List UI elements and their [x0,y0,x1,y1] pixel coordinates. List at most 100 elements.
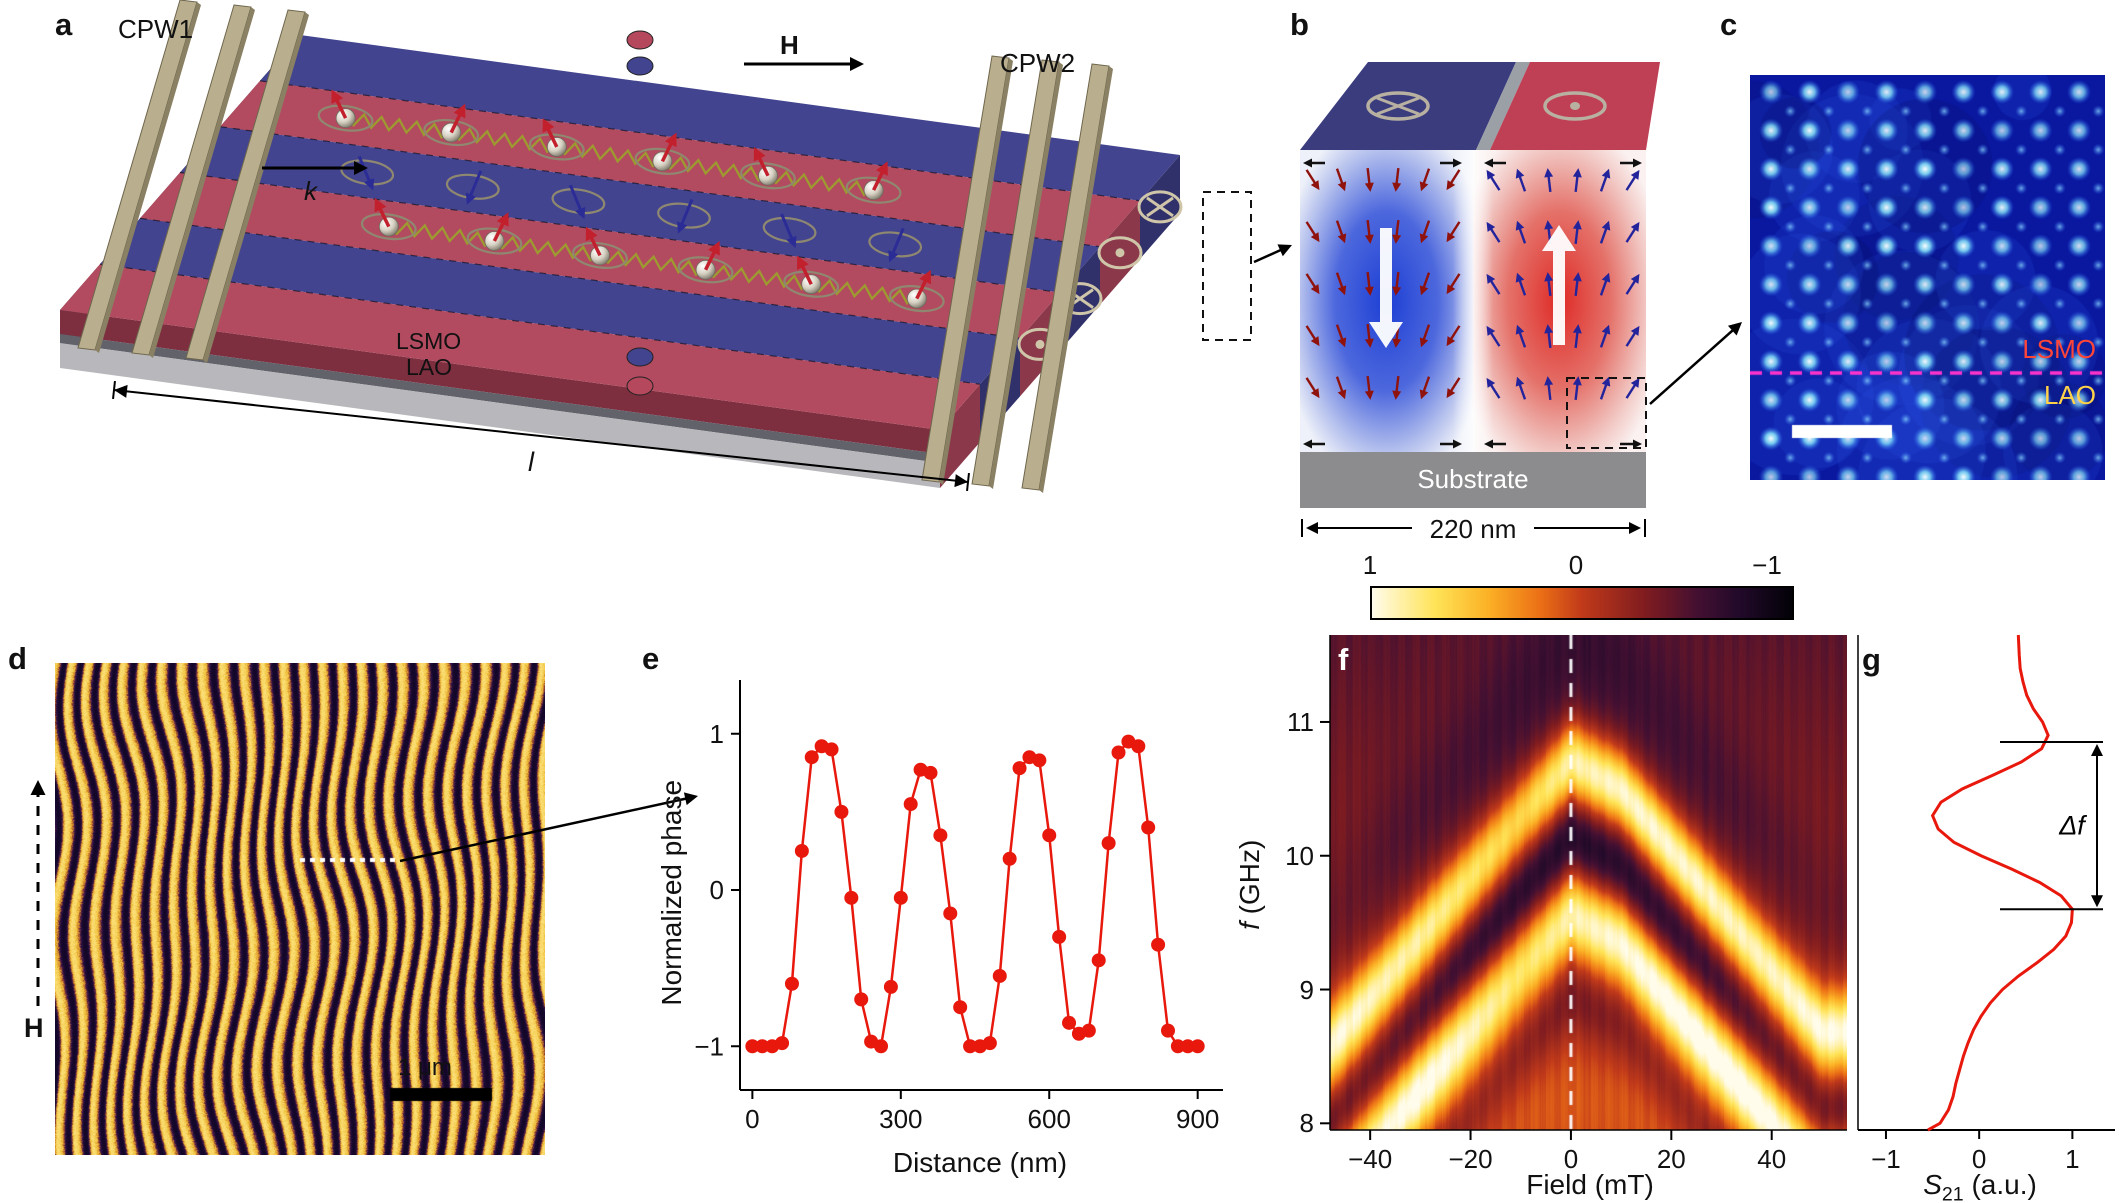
domain-blue [1300,150,1473,452]
arrow-head [354,161,368,175]
moment-down-arrow [1335,376,1345,396]
domain-top-red [1490,62,1660,150]
moment-down-arrow [1421,168,1431,188]
e-y-tick-label: 0 [710,875,724,905]
arrow-head [496,212,509,227]
moment-up-arrow [1547,224,1552,245]
blue-domain-dot [626,347,654,367]
field-out-dot [1035,339,1045,349]
arrow-head [1601,168,1611,179]
moment-up-arrow [1547,328,1552,349]
spin-down-arrow [357,155,373,186]
moment-down-arrow [1335,220,1345,240]
arrow-head [1601,272,1611,283]
arrow-head [30,780,46,795]
red-domain-dot [626,30,654,50]
phase-point [874,1039,889,1054]
spin-sphere [695,259,716,280]
exchange-spring [556,141,663,168]
arrow-head [1630,273,1640,284]
spin-sphere [863,180,884,201]
moment-down-arrow [1448,273,1461,291]
phase-point [1042,828,1057,843]
moment-up-arrow [1599,328,1609,348]
phase-point [1032,753,1047,768]
arrow-head [664,132,677,148]
red-domain-dot [626,376,654,396]
cpw-bar [1021,63,1110,491]
arrow-head [1446,388,1456,399]
moment-down-arrow [1395,323,1400,344]
link-arrow-b-to-c [1649,325,1738,405]
phase-point [893,890,908,905]
phase-point [1002,851,1017,866]
precession-ring [868,231,923,258]
slab-end-stripe [1100,200,1140,305]
arrow-head [876,161,888,176]
phase-point [1101,836,1116,851]
spin-sphere [590,245,610,266]
moment-up-arrow [1517,224,1527,244]
f-y-tick-label: 8 [1299,1108,1314,1139]
phase-point [992,968,1007,983]
precession-ring [572,241,628,269]
precession-ring [762,216,817,244]
field-out-dot [1115,248,1125,258]
arrow-head [1310,232,1320,243]
arrow-head [1727,322,1742,336]
exchange-spring [599,249,707,277]
s21-curve [1927,634,2074,1132]
g-x-tick-label: −1 [1871,1144,1901,1174]
arrow-head [1633,439,1642,449]
moment-down-arrow [1448,169,1461,187]
arrow-head [1515,220,1525,231]
cpw-bar [921,55,1010,483]
arrow-head [1419,285,1429,296]
moment-up-arrow [1599,172,1609,192]
arrow-head [1310,336,1320,347]
phase-point [1131,739,1146,754]
phase-point [755,1039,770,1054]
slab-top-stripe [140,172,1060,339]
arrow-head [1337,181,1347,192]
precession-ring [634,147,691,175]
phase-point [923,765,938,780]
stripe-boundary [139,217,1021,339]
spin-down-arrow [890,227,905,258]
arrow-head [1544,272,1554,282]
f-y-tick-label: 9 [1299,974,1314,1005]
exchange-spring [704,264,812,291]
arrow-head [1572,272,1582,282]
slab-top-stripe [220,80,1140,247]
precession-ring [528,133,585,161]
phase-point [824,742,839,757]
domain-magnetization-arrow [1369,228,1403,348]
s21-units: (a.u.) [1963,1169,2037,1200]
moment-up-arrow [1599,276,1609,296]
phase-point [1160,1023,1175,1038]
spin-wave-heatmap [1330,635,1847,1130]
e-x-tick-label: 900 [1176,1104,1219,1134]
precession-ring [317,104,374,132]
wavevector-k-label: k [304,176,317,206]
arrow-head [1419,389,1429,400]
arrow-head [374,197,387,213]
arrow-head [1306,522,1318,534]
field-in-cross [1146,196,1174,218]
spin-up-arrow [660,138,675,163]
length-end-tick [966,472,970,492]
phase-point [933,828,948,843]
spin-down-arrow [780,213,795,243]
cpw-bar-side [1039,66,1113,493]
substrate-label: Substrate [1417,464,1529,494]
arrow-head [1572,376,1582,386]
phase-point [1091,953,1106,968]
moment-up-arrow [1574,380,1579,401]
phase-point [834,804,849,819]
cpw2-label: CPW2 [1000,48,1076,78]
cpw-bar-side [939,58,1013,485]
phase-point [1062,1015,1077,1030]
moment-down-arrow [1305,273,1318,291]
field-in-symbol [1137,190,1183,224]
spin-up-arrow [755,152,770,177]
